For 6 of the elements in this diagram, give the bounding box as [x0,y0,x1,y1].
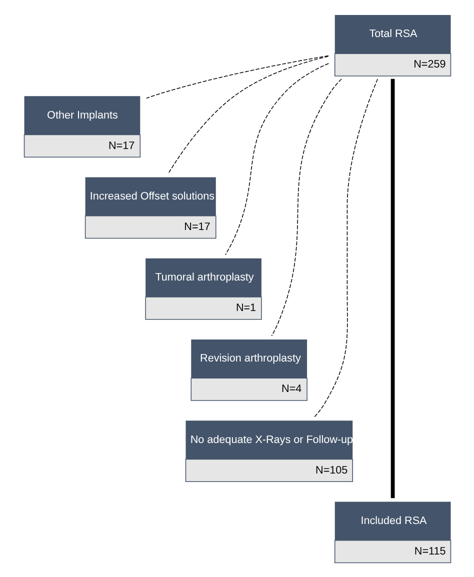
connector [224,63,328,256]
connector [146,55,328,99]
connector [167,56,328,174]
connector [270,78,342,336]
connector [313,78,378,418]
connector [390,78,394,498]
